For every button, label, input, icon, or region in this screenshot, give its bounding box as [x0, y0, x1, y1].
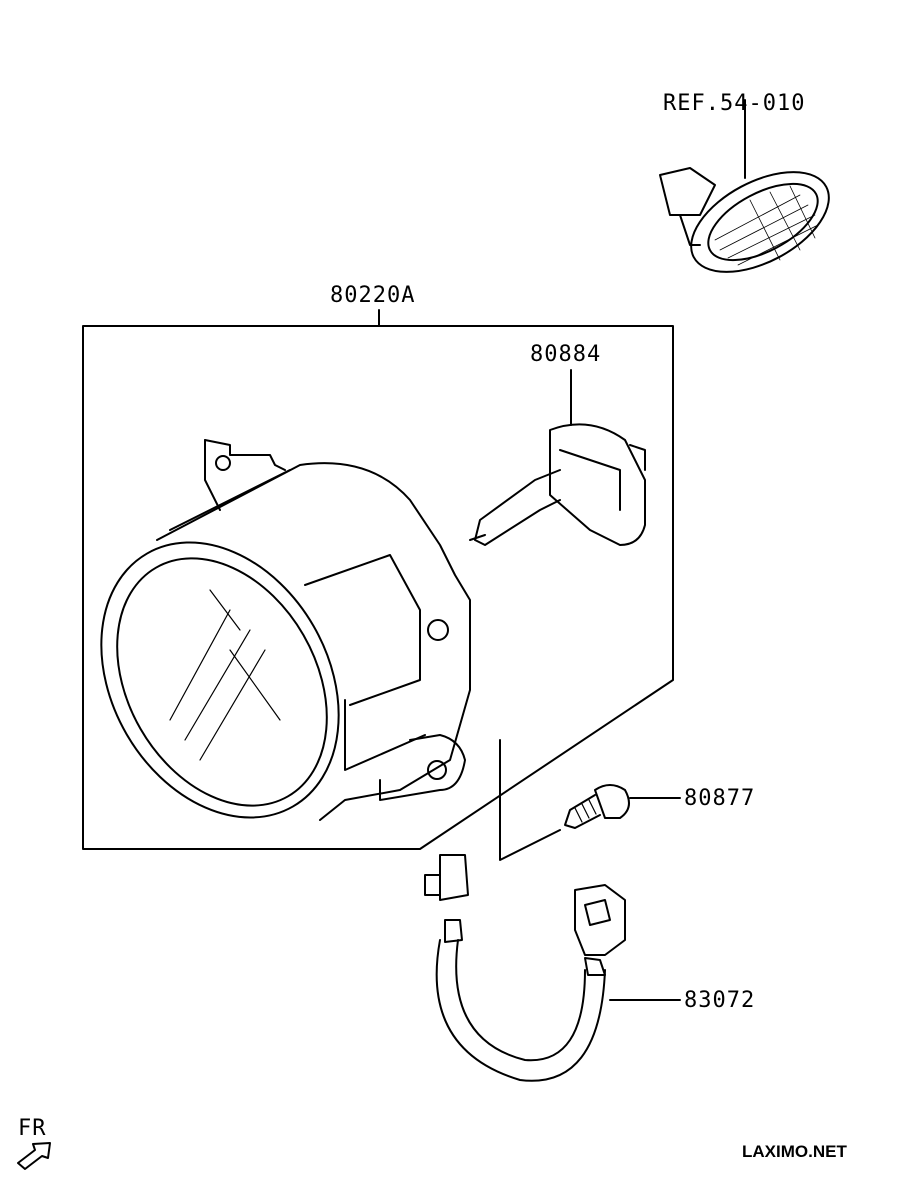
- assembly-box: [82, 309, 674, 850]
- assembly-label: 80220A: [330, 283, 416, 308]
- ref-label: REF.54-010: [663, 91, 806, 116]
- wiring-harness: [424, 739, 681, 1082]
- screw: [564, 784, 681, 829]
- watermark: LAXIMO.NET: [742, 1142, 847, 1161]
- front-label: FR: [18, 1116, 47, 1141]
- front-arrow-icon: [17, 1142, 51, 1170]
- harness-label: 83072: [684, 988, 756, 1013]
- side-marker-lamp: [659, 99, 830, 273]
- bulb: [469, 369, 646, 546]
- bulb-label: 80884: [530, 342, 602, 367]
- screw-label: 80877: [684, 786, 756, 811]
- fog-lamp: [100, 439, 471, 821]
